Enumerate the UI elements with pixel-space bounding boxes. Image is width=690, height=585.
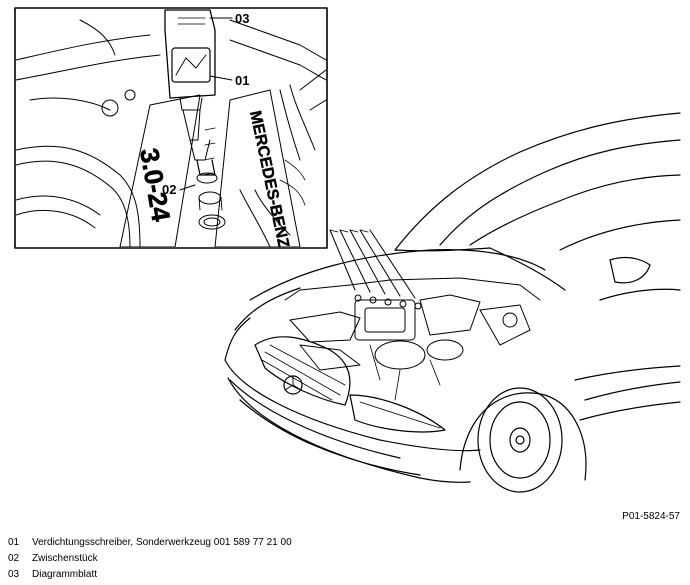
legend-text: Zwischenstück: [32, 553, 98, 564]
legend-number: 01: [8, 537, 20, 548]
legend-number: 03: [8, 569, 20, 580]
figure-id: P01-5824-57: [622, 511, 680, 522]
legend-item: 01 Verdichtungsschreiber, Sonderwerkzeug…: [8, 535, 292, 551]
technical-illustration: 3.0-24 MERCEDES-BENZ: [14, 7, 681, 493]
legend-text: Verdichtungsschreiber, Sonderwerkzeug 00…: [32, 537, 292, 548]
callout-01: 01: [235, 73, 249, 88]
legend-text: Diagrammblatt: [32, 569, 98, 580]
legend-item: 02 Zwischenstück: [8, 551, 292, 567]
car-drawing: [224, 112, 681, 493]
legend-item: 03 Diagrammblatt: [8, 567, 292, 583]
engine-bay: [284, 229, 541, 401]
legend-number: 02: [8, 553, 20, 564]
callout-03: 03: [235, 11, 249, 26]
detail-inset: 3.0-24 MERCEDES-BENZ: [14, 7, 328, 249]
callout-02: 02: [162, 182, 176, 197]
legend: 01 Verdichtungsschreiber, Sonderwerkzeug…: [8, 535, 292, 583]
